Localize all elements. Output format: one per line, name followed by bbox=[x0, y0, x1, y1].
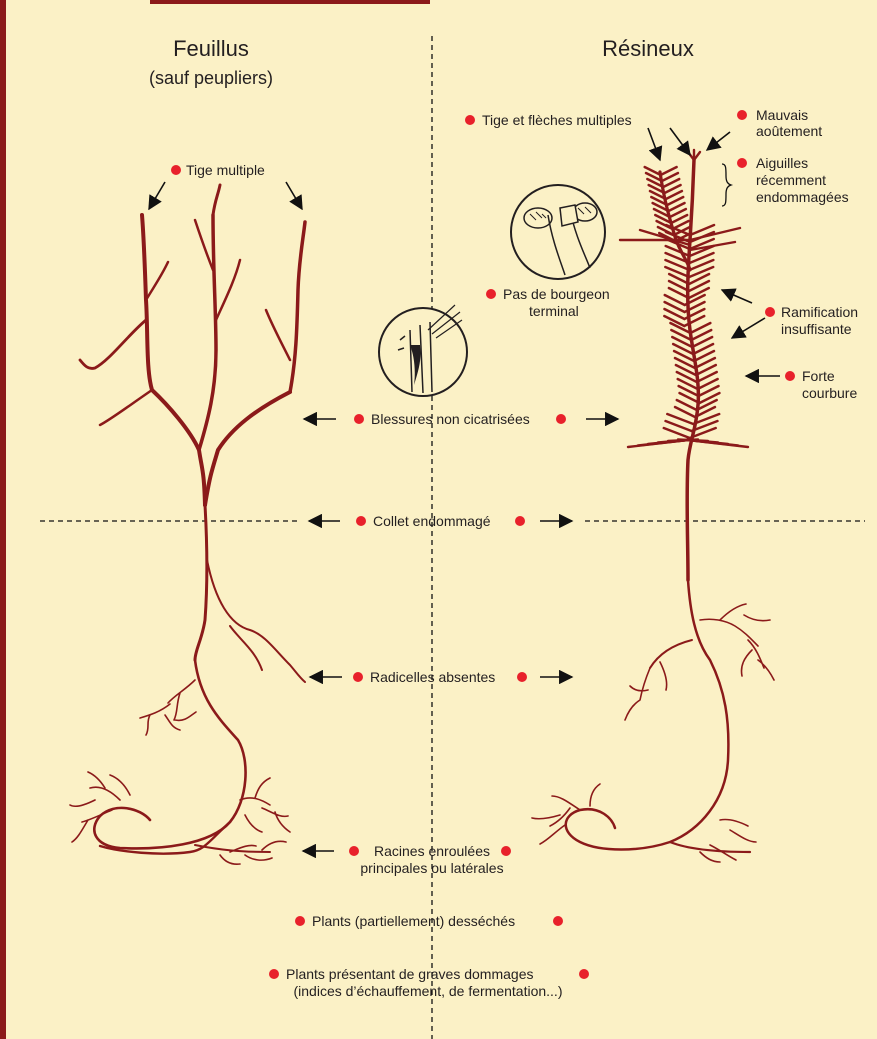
marker-dot bbox=[785, 371, 795, 381]
label-collet: Collet endommagé bbox=[373, 513, 491, 529]
needle bbox=[678, 440, 688, 441]
label-tige-fleches: Tige et flèches multiples bbox=[482, 112, 632, 128]
marker-dot bbox=[556, 414, 566, 424]
label-racines-2: principales ou latérales bbox=[360, 860, 503, 876]
marker-dot bbox=[349, 846, 359, 856]
label-ramification-2: insuffisante bbox=[781, 321, 852, 337]
label-ramification-1: Ramification bbox=[781, 304, 858, 320]
label-aiguilles-1: Aiguilles bbox=[756, 155, 808, 171]
label-forte-1: Forte bbox=[802, 368, 835, 384]
header-feuillus: Feuillus bbox=[173, 36, 249, 61]
label-aiguilles-2: récemment bbox=[756, 172, 826, 188]
marker-dot bbox=[486, 289, 496, 299]
conifer-needles bbox=[620, 150, 748, 447]
marker-dot bbox=[295, 916, 305, 926]
needle bbox=[690, 228, 740, 240]
wound-detail-inset bbox=[379, 305, 467, 396]
marker-dot bbox=[765, 307, 775, 317]
marker-dot bbox=[579, 969, 589, 979]
marker-dot bbox=[515, 516, 525, 526]
header-resineux: Résineux bbox=[602, 36, 694, 61]
header-feuillus-subtitle: (sauf peupliers) bbox=[149, 68, 273, 88]
terminal-bud-inset bbox=[511, 185, 605, 279]
marker-dot bbox=[465, 115, 475, 125]
marker-dot bbox=[353, 672, 363, 682]
label-mauvais-2: aoûtement bbox=[756, 123, 822, 139]
label-tige-multiple: Tige multiple bbox=[186, 162, 265, 178]
label-graves-2: (indices d’échauffement, de fermentation… bbox=[293, 983, 562, 999]
label-graves-1: Plants présentant de graves dommages bbox=[286, 966, 533, 982]
label-radicelles: Radicelles absentes bbox=[370, 669, 495, 685]
marker-dot bbox=[171, 165, 181, 175]
marker-dot bbox=[501, 846, 511, 856]
marker-dot bbox=[354, 414, 364, 424]
marker-dot bbox=[356, 516, 366, 526]
needle bbox=[688, 440, 748, 447]
label-mauvais-1: Mauvais bbox=[756, 107, 808, 123]
label-plants-desseches: Plants (partiellement) desséchés bbox=[312, 913, 515, 929]
marker-dot bbox=[553, 916, 563, 926]
marker-dot bbox=[737, 110, 747, 120]
label-blessures: Blessures non cicatrisées bbox=[371, 411, 530, 427]
label-pas-bourgeon-2: terminal bbox=[529, 303, 579, 319]
label-pas-bourgeon-1: Pas de bourgeon bbox=[503, 286, 610, 302]
left-border bbox=[0, 0, 6, 1039]
marker-dot bbox=[517, 672, 527, 682]
label-racines-1: Racines enroulées bbox=[374, 843, 490, 859]
label-forte-2: courbure bbox=[802, 385, 857, 401]
marker-dot bbox=[269, 969, 279, 979]
broadleaf-seedling bbox=[70, 185, 305, 864]
marker-dot bbox=[737, 158, 747, 168]
label-aiguilles-3: endommagées bbox=[756, 189, 849, 205]
